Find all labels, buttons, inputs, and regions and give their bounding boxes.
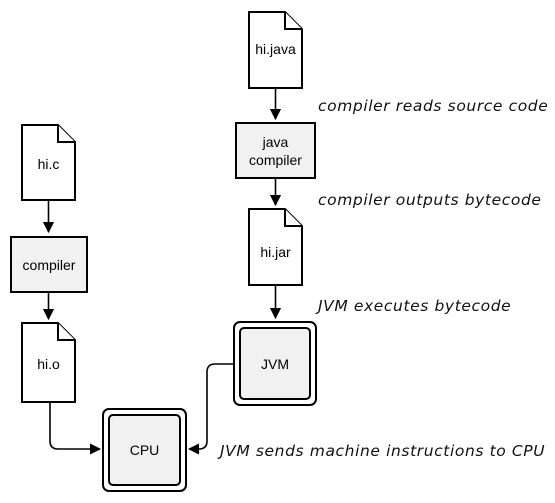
jvm-box: JVM xyxy=(233,321,317,406)
annotation-jvm-executes-bytecode: JVM executes bytecode xyxy=(315,297,511,315)
arrow-jvm-to-cpu xyxy=(187,363,234,455)
hi-jar-file: hi.jar xyxy=(248,208,303,286)
annotation-compiler-reads-source: compiler reads source code xyxy=(318,97,548,115)
compiler-box: compiler xyxy=(10,236,88,293)
hi-c-label: hi.c xyxy=(38,156,60,172)
annotation-compiler-outputs-bytecode: compiler outputs bytecode xyxy=(318,191,542,209)
cpu-label: CPU xyxy=(130,442,160,458)
java-compiler-box: java compiler xyxy=(235,122,316,179)
annotation-jvm-sends-machine-instructions: JVM sends machine instructions to CPU xyxy=(217,442,545,460)
hi-jar-label: hi.jar xyxy=(260,244,291,260)
java-compiler-label-line1: java xyxy=(262,134,289,150)
hi-java-file: hi.java xyxy=(248,11,303,89)
arrow-hio-to-cpu xyxy=(49,402,102,455)
java-compiler-label-line2: compiler xyxy=(249,152,302,168)
jvm-label: JVM xyxy=(261,356,289,372)
hi-o-label: hi.o xyxy=(37,356,60,372)
hi-c-file: hi.c xyxy=(21,124,76,201)
cpu-box: CPU xyxy=(102,408,187,492)
hi-o-file: hi.o xyxy=(21,322,76,403)
compiler-label: compiler xyxy=(23,257,76,273)
hi-java-label: hi.java xyxy=(255,41,296,57)
